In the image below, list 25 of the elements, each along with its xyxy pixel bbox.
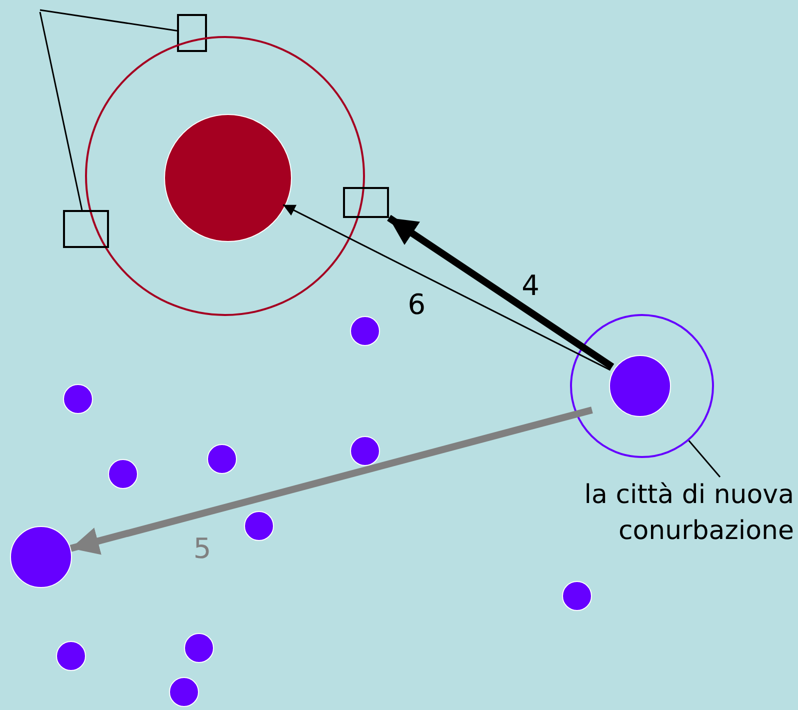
town-dot: [350, 316, 380, 346]
town-dot: [56, 641, 86, 671]
orbit-ring: [85, 36, 365, 316]
arrow: [70, 406, 593, 555]
square-marker: [63, 210, 109, 248]
town-dot: [108, 459, 138, 489]
edge-label: 4: [522, 269, 540, 302]
square-marker: [343, 187, 389, 218]
town-dot: [562, 581, 592, 611]
town-dot: [350, 436, 380, 466]
town-dot: [169, 677, 199, 707]
arrow: [282, 204, 611, 371]
leader-line: [39, 12, 83, 210]
city-ring: [570, 314, 714, 458]
town-dot: [207, 444, 237, 474]
edge-label: 5: [193, 532, 212, 566]
caption-text: la città di nuova conurbazione: [470, 477, 794, 553]
leader-line: [688, 440, 721, 478]
town-dot: [244, 511, 274, 541]
square-marker: [177, 14, 207, 52]
leader-line: [40, 9, 178, 32]
town-dot: [63, 384, 93, 414]
arrow: [387, 214, 614, 370]
town-dot: [184, 633, 214, 663]
edge-label: 6: [408, 288, 426, 322]
